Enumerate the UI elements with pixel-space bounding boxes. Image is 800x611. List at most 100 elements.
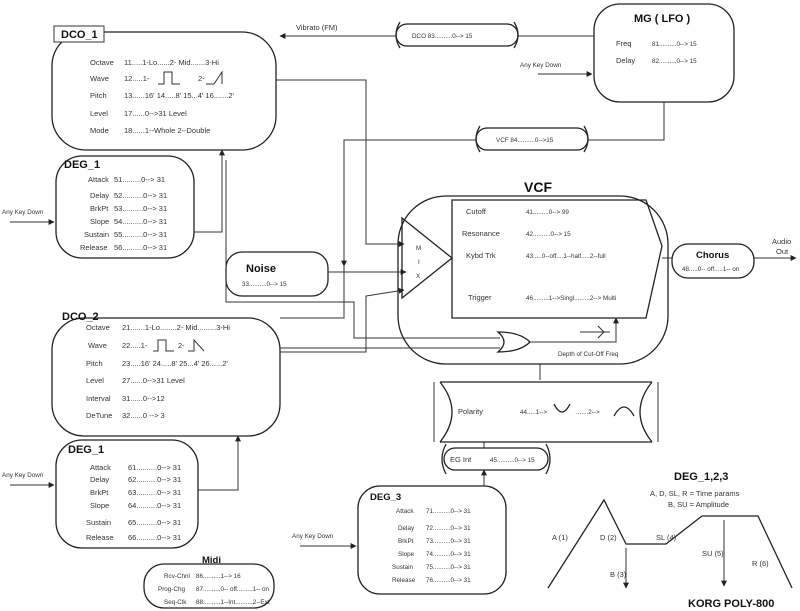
vcf-box — [397, 195, 669, 365]
chorus-value: 48.....0-- off.....1-- on — [682, 266, 740, 273]
dco2-detune-label: DeTune — [86, 411, 112, 420]
deg1-top-box — [55, 155, 195, 259]
deg1-top-release-label: Release — [80, 243, 108, 252]
deg1-top-slope-label: Slope — [90, 217, 109, 226]
deg1-top-attack-label: Attack — [88, 175, 109, 184]
polarity-value1: 44.....1--> — [520, 409, 547, 416]
trigger-wire-1 — [225, 160, 500, 339]
egint-label: EG Int — [450, 455, 472, 464]
deg3-sustain-value: 75..........0--> 31 — [426, 564, 471, 571]
dco1-square-wave-icon — [158, 71, 180, 85]
dco1-level-value: 17......0-->31 Level — [124, 109, 187, 118]
deg1-top-brkpt-value: 53..........0--> 31 — [114, 204, 167, 213]
deg1-bottom-release-label: Release — [86, 533, 114, 542]
mix-letter-i: I — [418, 259, 420, 266]
envelope-desc2: B, SU = Amplitude — [668, 500, 729, 509]
midi-rcv-value: 86..........1--> 16 — [196, 573, 241, 580]
audio-out-line1: Audio — [772, 237, 791, 246]
dco1-title-box — [53, 25, 105, 43]
vibrato-label: Vibrato (FM) — [296, 23, 338, 32]
vcf-resonance-value: 42..........0--> 15 — [526, 231, 571, 238]
deg3-slope-value: 74..........0--> 31 — [426, 551, 471, 558]
envelope-label-sl: SL (4) — [656, 533, 677, 542]
deg1-bottom-delay-value: 62..........0--> 31 — [128, 475, 181, 484]
dco1-pitch-value: 13......16' 14.....8' 15...4' 16.......2… — [124, 91, 235, 100]
vcf-resonance-label: Resonance — [462, 229, 500, 238]
dco2-saw-wave-icon — [188, 338, 205, 352]
midi-block: Midi Rcv-Chnl 86..........1--> 16 Prog-C… — [143, 555, 275, 609]
envelope-title: DEG_1,2,3 — [674, 471, 728, 483]
vcf-cutoff-value: 41.........0--> 99 — [526, 209, 569, 216]
dco1-wave-label: Wave — [90, 74, 109, 83]
mg-freq-value: 81..........0--> 15 — [652, 41, 697, 48]
noise-title: Noise — [246, 263, 276, 275]
vcf-mod-path: VCF 84..........0-->15 — [341, 102, 665, 267]
deg3-block: DEG_3 Attack 71..........0--> 31 Delay 7… — [292, 469, 507, 595]
dco1-to-mix-wire — [276, 79, 405, 247]
dco1-saw-wave-icon — [206, 70, 223, 85]
mg-delay-value: 82..........0--> 15 — [652, 58, 697, 65]
deg3-input-label: Any Key Down — [292, 533, 334, 540]
vibrato-dco-brackets — [395, 21, 519, 49]
mix-letter-x: X — [416, 273, 421, 280]
dco1-mode-value: 18......1--Whole 2--Double — [124, 126, 210, 135]
midi-rcv-label: Rcv-Chnl — [164, 573, 190, 580]
deg1-top-sustain-label: Sustain — [84, 230, 109, 239]
deg1-top-delay-value: 52..........0--> 31 — [114, 191, 167, 200]
midi-prog-label: Prog-Chg — [158, 586, 185, 593]
deg1-top-attack-value: 51.........0--> 31 — [114, 175, 165, 184]
dco1-block: DCO_1 Octave 11.....1-Lo......2- Mid....… — [51, 25, 277, 151]
deg3-sustain-label: Sustain — [392, 564, 414, 571]
mg-input-label: Any Key Down — [520, 62, 562, 69]
deg1-bottom-slope-value: 64..........0--> 31 — [128, 501, 181, 510]
egint-value: 45..........0--> 15 — [490, 457, 535, 464]
deg1-top-slope-value: 54..........0--> 31 — [114, 217, 167, 226]
dco2-detune-value: 32......0 --> 3 — [122, 411, 165, 420]
envelope-label-su: SU (5) — [702, 549, 724, 558]
deg3-slope-label: Slope — [398, 551, 415, 558]
midi-box — [143, 563, 275, 609]
deg1-top-delay-label: Delay — [90, 191, 109, 200]
deg1-bottom-attack-label: Attack — [90, 463, 111, 472]
deg3-brkpt-value: 73..........0--> 31 — [426, 538, 471, 545]
polarity-value2: .......2--> — [576, 409, 600, 416]
egint-box — [443, 447, 549, 471]
polarity-cup-icon — [553, 403, 571, 413]
vcf-kybd-value: 43.....0--off....1--half.....2--full — [526, 253, 606, 260]
polarity-cap-icon — [613, 406, 635, 417]
envelope-diagram: DEG_1,2,3 A, D, SL, R = Time params B, S… — [547, 471, 793, 589]
vcf-cutoff-label: Cutoff — [466, 207, 487, 216]
deg1-bottom-input-label: Any Key Down — [2, 472, 44, 479]
mod-to-dco2-wire — [280, 266, 345, 319]
dco2-square-wave-icon — [153, 339, 174, 352]
vcf-trigger-label: Trigger — [468, 293, 492, 302]
deg1-bottom-block: DEG_1 Attack 61..........0--> 31 Delay 6… — [2, 439, 199, 549]
dco1-title: DCO_1 — [61, 29, 98, 41]
dco2-level-value: 27......0-->31 Level — [122, 376, 185, 385]
mg-block: MG ( LFO ) Freq 81..........0--> 15 Dela… — [520, 3, 735, 103]
deg1-bottom-brkpt-label: BrkPt — [90, 488, 109, 497]
dco2-box — [51, 317, 281, 437]
chorus-box — [671, 243, 755, 279]
deg3-title: DEG_3 — [370, 492, 401, 503]
audio-out-line2: Out — [776, 247, 789, 256]
noise-box — [225, 251, 329, 297]
dco2-interval-value: 31......0-->12 — [122, 394, 165, 403]
deg3-attack-label: Attack — [396, 508, 414, 515]
deg1-bottom-slope-label: Slope — [90, 501, 109, 510]
mix-letter-m: M — [416, 245, 421, 252]
deg1-top-sustain-value: 55..........0--> 31 — [114, 230, 167, 239]
dco2-octave-label: Octave — [86, 323, 110, 332]
midi-title: Midi — [202, 555, 221, 566]
mixer-triangle — [401, 216, 454, 300]
deg1-bottom-title: DEG_1 — [68, 444, 104, 456]
midi-seq-value: 88..........1--Int..........2--Ext — [196, 599, 270, 606]
deg1-top-title: DEG_1 — [64, 159, 100, 171]
deg1-to-dco1-wire — [194, 149, 225, 233]
or-gate-icon — [496, 331, 531, 353]
mg-freq-label: Freq — [616, 39, 631, 48]
deg3-attack-value: 71..........0--> 31 — [426, 508, 471, 515]
dco1-octave-value: 11.....1-Lo......2- Mid.......3-Hi — [124, 58, 219, 67]
vcf-depth-arrow-icon — [597, 325, 605, 339]
vcf-kybd-label: Kybd Trk — [466, 251, 496, 260]
